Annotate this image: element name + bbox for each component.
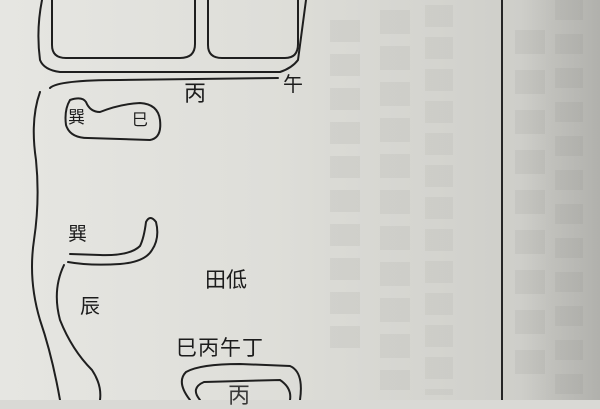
label-bottom-row: 巳丙午丁: [176, 336, 264, 360]
left-winding-edge: [31, 91, 61, 400]
outer-boundary-line: [37, 0, 307, 73]
label-xun-lower: 巽: [68, 223, 88, 245]
xun-chen-lobe-outline: [67, 217, 159, 266]
bleed-through-column-1: [330, 20, 360, 360]
left-inner-edge: [55, 264, 102, 400]
page-border-line: [501, 0, 503, 400]
label-chen: 辰: [80, 294, 100, 318]
label-bottom-partial: 丙: [228, 384, 251, 409]
bottom-ridge-outline: [180, 363, 302, 400]
label-wu-top: 午: [283, 72, 303, 96]
road-line-top: [49, 77, 279, 89]
bleed-through-column-4: [515, 30, 545, 380]
upper-left-block-outline: [51, 0, 196, 59]
upper-right-block-outline: [207, 0, 299, 59]
label-si-upper: 巳: [132, 110, 149, 129]
bottom-ridge-inner: [194, 379, 292, 400]
page-gutter-shadow: [520, 0, 600, 400]
bleed-through-column-2: [380, 10, 410, 390]
label-tian-di: 田低: [205, 268, 247, 292]
xun-si-lobe-outline: [64, 97, 162, 141]
terrain-diagram: [31, 0, 307, 400]
label-xun-upper: 巽: [68, 108, 85, 128]
label-bing-top: 丙: [184, 82, 207, 107]
bleed-through-column-3: [425, 5, 453, 395]
bleed-through-column-5: [555, 0, 583, 400]
